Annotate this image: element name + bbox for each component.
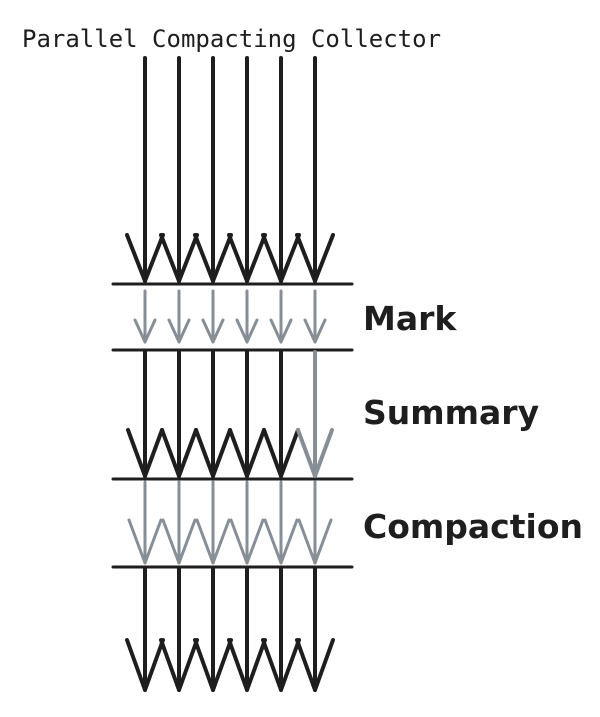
app-thread-arrow-4 <box>227 56 267 283</box>
compaction-arrow-4 <box>229 480 265 565</box>
app-thread-arrow-6 <box>295 56 335 283</box>
summary-arrow-4 <box>228 350 266 478</box>
resume-thread-arrow-6 <box>295 567 335 692</box>
mark-arrow-1 <box>133 289 157 344</box>
resume-thread-arrow-2 <box>159 567 199 692</box>
mark-arrow-2 <box>167 289 191 344</box>
mark-arrow-3 <box>201 289 225 344</box>
mark-arrow-5 <box>269 289 293 344</box>
compaction-arrow-6 <box>297 480 333 565</box>
compaction-arrow-2 <box>161 480 197 565</box>
app-thread-arrow-5 <box>261 56 301 283</box>
resume-thread-arrow-3 <box>193 567 233 692</box>
summary-arrow-2 <box>160 350 198 478</box>
resume-thread-arrow-5 <box>261 567 301 692</box>
resume-thread-arrow-1 <box>125 567 165 692</box>
summary-arrow-5 <box>262 350 300 478</box>
mark-arrow-6 <box>303 289 327 344</box>
app-thread-arrow-1 <box>125 56 165 283</box>
diagram-title: Parallel Compacting Collector <box>22 25 441 53</box>
compaction-arrow-5 <box>263 480 299 565</box>
compaction-arrow-1 <box>127 480 163 565</box>
thread-arrows <box>125 56 335 692</box>
resume-thread-arrow-4 <box>227 567 267 692</box>
phase-label-mark: Mark <box>363 299 457 338</box>
mark-arrow-4 <box>235 289 259 344</box>
summary-arrow-6 <box>296 350 334 478</box>
phase-label-summary: Summary <box>363 393 539 432</box>
phase-separators <box>111 282 354 569</box>
summary-arrow-3 <box>194 350 232 478</box>
phase-label-compaction: Compaction <box>363 507 583 546</box>
app-thread-arrow-3 <box>193 56 233 283</box>
compaction-arrow-3 <box>195 480 231 565</box>
app-thread-arrow-2 <box>159 56 199 283</box>
summary-arrow-1 <box>126 350 164 478</box>
